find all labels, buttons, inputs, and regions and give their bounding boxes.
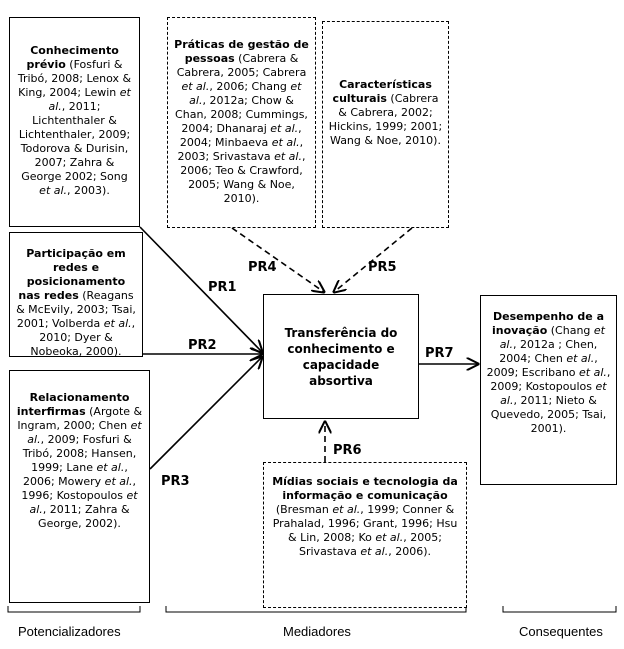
box-desempenho-inovacao: Desempenho de a inovação (Chang et al., … [480,295,617,485]
box-title: Relacionamento interfirmas [16,391,130,418]
label-potencializadores: Potencializadores [18,624,121,639]
label-pr4: PR4 [248,260,277,275]
box-title: Participação em redes e posicionamento n… [18,247,126,302]
box-references: (Argote & Ingram, 2000; Chen et al., 200… [17,405,143,530]
arrow-pr3 [149,357,262,470]
box-title: Características culturais [332,78,432,105]
box-references: (Chang et al., 2012a ; Chen, 2004; Chen … [486,324,611,435]
label-pr7: PR7 [425,346,454,361]
box-title: Conhecimento prévio [26,44,119,71]
box-title: Transferência do conhecimento e capacida… [284,325,398,388]
bracket-potencializadores [7,606,141,613]
box-transferencia-conhecimento: Transferência do conhecimento e capacida… [263,294,419,419]
box-conhecimento-previo: Conhecimento prévio (Fosfuri & Tribó, 20… [9,17,140,227]
box-caracteristicas-culturais: Características culturais (Cabrera & Cab… [322,21,449,228]
label-pr6: PR6 [333,443,362,458]
box-participacao-redes: Participação em redes e posicionamento n… [9,232,143,358]
box-midias-sociais: Mídias sociais e tecnologia da informaçã… [263,462,467,608]
label-pr2: PR2 [188,338,217,353]
box-references: (Bresman et al., 1999; Conner & Prahalad… [272,503,458,558]
label-pr5: PR5 [368,260,397,275]
box-title: Mídias sociais e tecnologia da informaçã… [272,475,458,502]
box-relacionamento-interfirmas: Relacionamento interfirmas (Argote & Ing… [9,370,150,603]
box-references: (Reagans & McEvily, 2003; Tsai, 2001; Vo… [16,289,136,358]
box-title: Desempenho de a inovação [492,310,605,337]
box-references: (Cabrera & Cabrera, 2002; Hickins, 1999;… [328,92,443,147]
box-praticas-gestao: Práticas de gestão de pessoas (Cabrera &… [167,17,316,228]
label-consequentes: Consequentes [519,624,603,639]
arrow-pr1 [139,226,262,352]
label-mediadores: Mediadores [283,624,351,639]
bracket-consequentes [502,606,617,613]
box-references: (Cabrera & Cabrera, 2005; Cabrera et al.… [175,52,308,205]
box-title: Práticas de gestão de pessoas [174,38,309,65]
label-pr1: PR1 [208,280,237,295]
bracket-mediadores [165,606,467,613]
arrow-pr4 [231,227,324,292]
label-pr3: PR3 [161,474,190,489]
box-references: (Fosfuri & Tribó, 2008; Lenox & King, 20… [17,58,132,197]
arrow-pr5 [334,227,413,292]
